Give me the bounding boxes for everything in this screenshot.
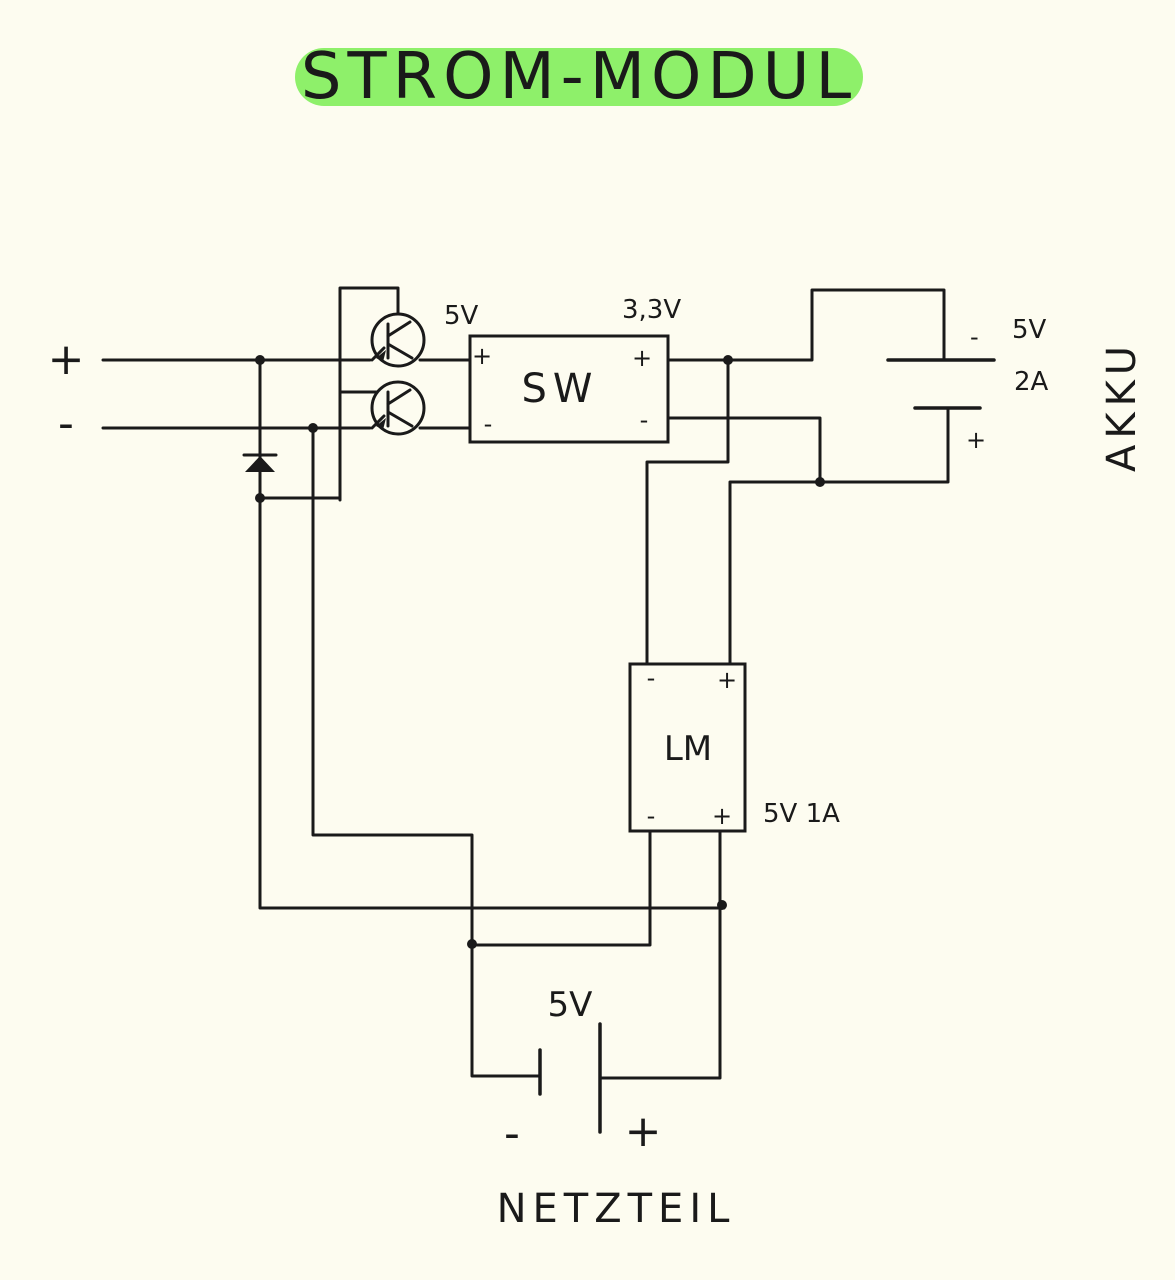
transistor-2	[370, 380, 426, 436]
diode-symbol	[242, 453, 278, 472]
sw-in-plus: +	[472, 342, 492, 370]
wires	[101, 286, 950, 1080]
sw-output-voltage: 3,3V	[622, 295, 681, 325]
sw-out-minus: -	[640, 406, 649, 434]
page-title: STROM-MODUL	[301, 40, 857, 114]
transistor-1	[370, 312, 426, 368]
netzteil-plus: +	[625, 1106, 662, 1157]
sw-in-minus: -	[484, 410, 493, 438]
akku-current: 2A	[1014, 367, 1049, 397]
akku-plus: +	[966, 426, 986, 454]
lm-bottom-minus: -	[647, 802, 656, 830]
netzteil-battery	[538, 1022, 602, 1134]
akku-battery	[886, 358, 996, 410]
title-highlight	[295, 48, 863, 106]
input-plus-label: +	[48, 334, 85, 385]
lm-module: LM - + - +	[628, 662, 747, 833]
akku-voltage: 5V	[1012, 315, 1047, 345]
lm-bottom-plus: +	[712, 802, 732, 830]
netzteil-minus: -	[504, 1108, 520, 1159]
lm-top-minus: -	[647, 664, 656, 692]
akku-minus: -	[970, 323, 979, 351]
transistor-voltage-label: 5V	[444, 301, 479, 331]
netzteil-voltage: 5V	[548, 985, 593, 1025]
akku-label: AKKU	[1099, 340, 1145, 472]
lm-top-plus: +	[717, 666, 737, 694]
netzteil-label: NETZTEIL	[497, 1186, 736, 1232]
lm-rating: 5V 1A	[763, 799, 840, 829]
junction-dots	[255, 355, 825, 949]
sw-label: SW	[522, 366, 599, 412]
lm-label: LM	[664, 729, 712, 769]
sw-out-plus: +	[632, 344, 652, 372]
input-minus-label: -	[58, 398, 74, 449]
sw-module: SW + - + -	[468, 334, 670, 444]
